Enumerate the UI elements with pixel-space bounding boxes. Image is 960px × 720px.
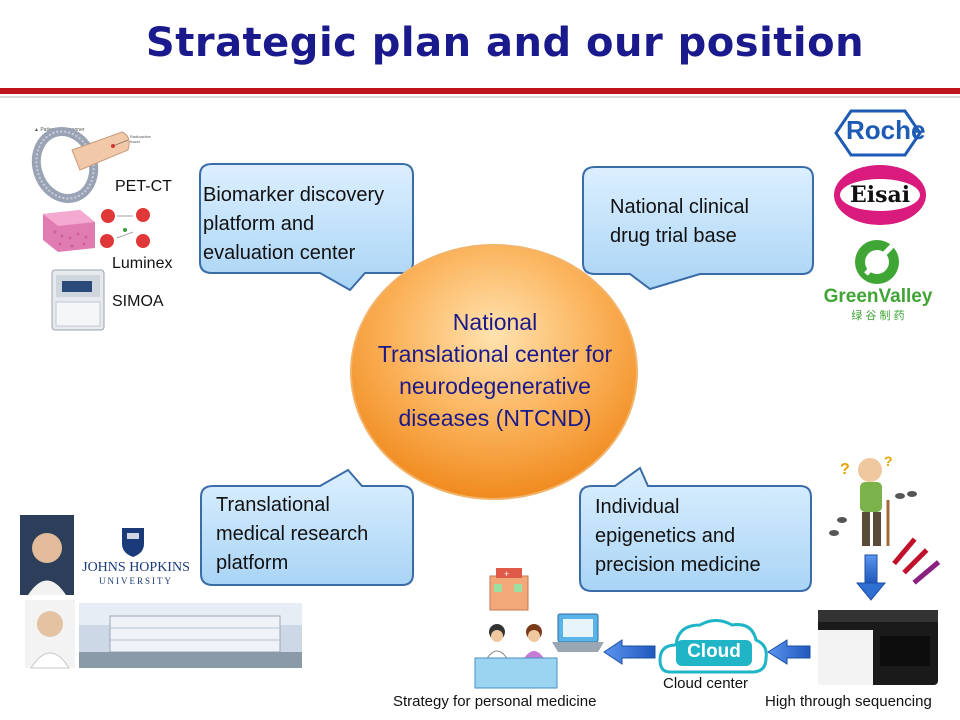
scientist-portrait-1 <box>20 515 74 595</box>
roche-logo <box>834 109 922 157</box>
callout-bottom-left-line-2: medical research <box>216 523 369 545</box>
simoa-machine <box>51 269 105 331</box>
green-valley-logo <box>855 240 899 284</box>
callout-bottom-right-text: Individual epigenetics and precision med… <box>595 493 810 580</box>
johns-hopkins-university: UNIVERSITY <box>99 576 173 586</box>
down-arrow <box>855 554 887 601</box>
svg-text:tracer: tracer <box>130 139 141 144</box>
roche-logo-text: Roche <box>846 115 926 145</box>
callout-bottom-right-line-2: epigenetics and <box>595 525 736 547</box>
luminex-label: Luminex <box>112 255 173 272</box>
svg-text:+: + <box>504 569 509 579</box>
left-arrow-2 <box>603 639 656 665</box>
callout-bottom-right-shape <box>579 466 812 592</box>
callout-bottom-left-line-1: Translational <box>216 494 330 516</box>
callout-top-left-line-3: evaluation center <box>203 242 356 264</box>
callout-top-right-shape <box>582 166 814 291</box>
callout-bottom-left-text: Translational medical research platform <box>216 491 411 578</box>
elderly-person-illustration: ? ? <box>829 453 917 546</box>
sequencing-caption: High through sequencing <box>765 693 932 710</box>
callout-top-right-line-2: drug trial base <box>610 225 737 247</box>
cloud-word: Cloud <box>687 641 741 662</box>
callout-top-left-text: Biomarker discovery platform and evaluat… <box>203 181 415 268</box>
callout-bottom-left-shape <box>200 468 414 586</box>
strategy-caption: Strategy for personal medicine <box>393 693 597 710</box>
title-divider-shadow <box>0 96 960 98</box>
center-ellipse <box>350 244 638 500</box>
luminex-illustration <box>43 208 150 252</box>
callout-top-left-shape <box>199 163 414 292</box>
simoa-label: SIMOA <box>112 293 164 310</box>
cloud-shape <box>658 619 768 674</box>
callout-top-left-line-1: Biomarker discovery <box>203 184 385 206</box>
page-title: Strategic plan and our position <box>145 20 865 66</box>
consultation-scene: + <box>474 568 558 689</box>
callout-top-right-text: National clinical drug trial base <box>610 193 810 251</box>
cloud-center-caption: Cloud center <box>663 675 749 692</box>
blood-tubes <box>892 537 941 585</box>
center-line-4: diseases (NTCND) <box>398 405 592 431</box>
laptop-icon <box>552 613 604 652</box>
pet-ct-label: PET-CT <box>115 178 172 195</box>
title-divider <box>0 88 960 94</box>
svg-text:Radioactive: Radioactive <box>130 134 152 139</box>
callout-top-right-line-1: National clinical <box>610 196 749 218</box>
green-valley-logo-cn: 绿 谷 制 药 <box>851 310 905 322</box>
eisai-logo-text: Eisai <box>849 182 911 208</box>
svg-text:?: ? <box>884 453 893 469</box>
eisai-logo <box>834 165 926 225</box>
callout-top-left-line-2: platform and <box>203 213 315 235</box>
left-arrow-1 <box>767 639 811 665</box>
johns-hopkins-shield <box>122 528 144 557</box>
sequencer-machine <box>818 610 938 685</box>
center-line-1: National <box>452 309 538 335</box>
callout-bottom-left-line-3: platform <box>216 552 289 574</box>
pet-ct-illustration: ▲ Patient in a scanner Radioactive trace… <box>31 127 152 203</box>
johns-hopkins-name: JOHNS HOPKINS <box>82 560 190 575</box>
callout-bottom-right-line-3: precision medicine <box>595 554 761 576</box>
callout-bottom-right-line-1: Individual <box>595 496 680 518</box>
scientist-portrait-2 <box>25 600 75 669</box>
svg-text:?: ? <box>840 461 850 478</box>
center-line-3: neurodegenerative <box>399 373 591 399</box>
center-line-2: Translational center for <box>377 341 613 367</box>
green-valley-logo-text: GreenValley <box>823 286 933 307</box>
research-building-photo <box>79 603 302 668</box>
center-label: National Translational center for neurod… <box>350 306 640 434</box>
